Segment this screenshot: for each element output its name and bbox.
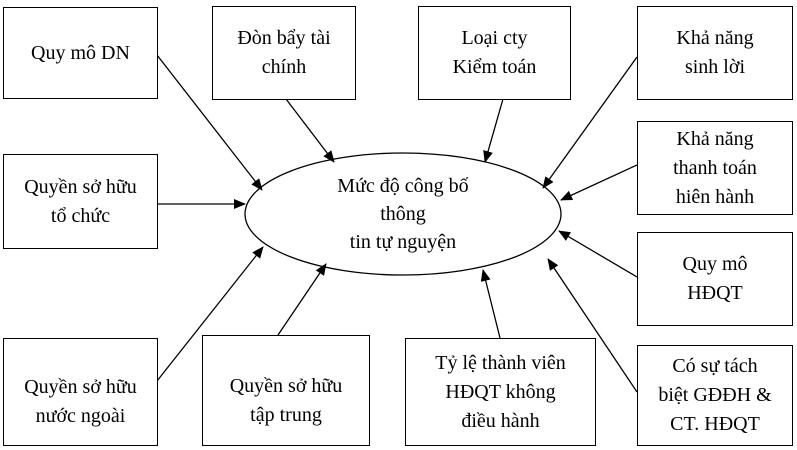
center-ellipse <box>244 152 562 276</box>
factor-label: chính <box>261 56 307 78</box>
arrow-kha-nang-thanh-toan <box>560 164 638 201</box>
factor-label: Quyền sở hữu <box>24 175 137 198</box>
factor-label: Tỷ lệ thành viên <box>435 351 566 374</box>
arrow-ty-le-thanh-vien-hdqt <box>480 269 501 339</box>
factor-box-don-bay-tai-chinh: Đòn bẩy tài chính <box>212 6 356 100</box>
factor-label: thanh toán <box>673 156 757 179</box>
factor-box-quy-mo-dn: Quy mô DN <box>3 7 158 99</box>
factor-label: Loại cty <box>461 27 528 49</box>
center-label-line: Mức độ công bố <box>337 175 469 197</box>
factor-label: điều hành <box>461 409 540 432</box>
factor-label: Quyền sở hữu <box>24 376 137 398</box>
factor-label: HĐQT không <box>445 380 556 403</box>
factor-label: Khả năng <box>676 127 754 150</box>
factor-box-quyen-so-huu-to-chuc: Quyền sở hữu tổ chức <box>3 154 158 249</box>
center-label-line: tin tự nguyện <box>349 231 457 253</box>
factor-box-kha-nang-thanh-toan: Khả năng thanh toán hiên hành <box>637 121 793 215</box>
factor-label: tập trung <box>250 403 322 426</box>
factor-label: hiên hành <box>675 185 755 208</box>
factor-label: Quy mô DN <box>31 41 130 64</box>
arrow-don-bay-tai-chinh <box>285 98 335 163</box>
arrow-quy-mo-hdqt <box>558 230 638 278</box>
arrow-quyen-so-huu-tap-trung <box>277 263 327 336</box>
arrow-quy-mo-dn <box>156 54 263 191</box>
factor-label: Quy mô <box>682 253 748 275</box>
factor-label: Có sự tách <box>672 355 758 377</box>
factor-label: biệt GĐĐH & <box>658 384 772 406</box>
factor-box-kha-nang-sinh-loi: Khả năng sinh lời <box>637 6 793 100</box>
factor-label: tổ chức <box>50 204 111 227</box>
factor-box-quyen-so-huu-tap-trung: Quyền sở hữu tập trung <box>202 335 370 446</box>
factor-label: CT. HĐQT <box>670 413 760 435</box>
factor-label: HĐQT <box>687 282 743 304</box>
factor-label: nước ngoài <box>35 405 126 427</box>
factor-label: Đòn bẩy tài <box>237 27 331 49</box>
arrow-kha-nang-sinh-loi <box>542 56 638 189</box>
factor-label: Kiểm toán <box>452 56 537 78</box>
factor-label: Khả năng <box>676 27 754 49</box>
arrow-loai-cty-kiem-toan <box>483 98 504 163</box>
center-label: Mức độ công bố thông tin tự nguyện <box>245 153 561 275</box>
factor-label: sinh lời <box>684 56 745 78</box>
factor-label: Quyền sở hữu <box>229 374 343 397</box>
factor-box-co-su-tach-biet: Có sự tách biệt GĐĐH & CT. HĐQT <box>637 345 793 446</box>
factor-box-quy-mo-hdqt: Quy mô HĐQT <box>637 232 793 326</box>
factor-box-quyen-so-huu-nuoc-ngoai: Quyền sở hữu nước ngoài <box>3 338 158 446</box>
arrow-quyen-so-huu-nuoc-ngoai <box>156 246 264 382</box>
center-label-line: thông <box>380 203 426 225</box>
factor-box-loai-cty-kiem-toan: Loại cty Kiểm toán <box>418 6 571 100</box>
factor-box-ty-le-thanh-vien-hdqt: Tỷ lệ thành viên HĐQT không điều hành <box>405 338 596 446</box>
arrow-co-su-tach-biet <box>547 258 638 393</box>
